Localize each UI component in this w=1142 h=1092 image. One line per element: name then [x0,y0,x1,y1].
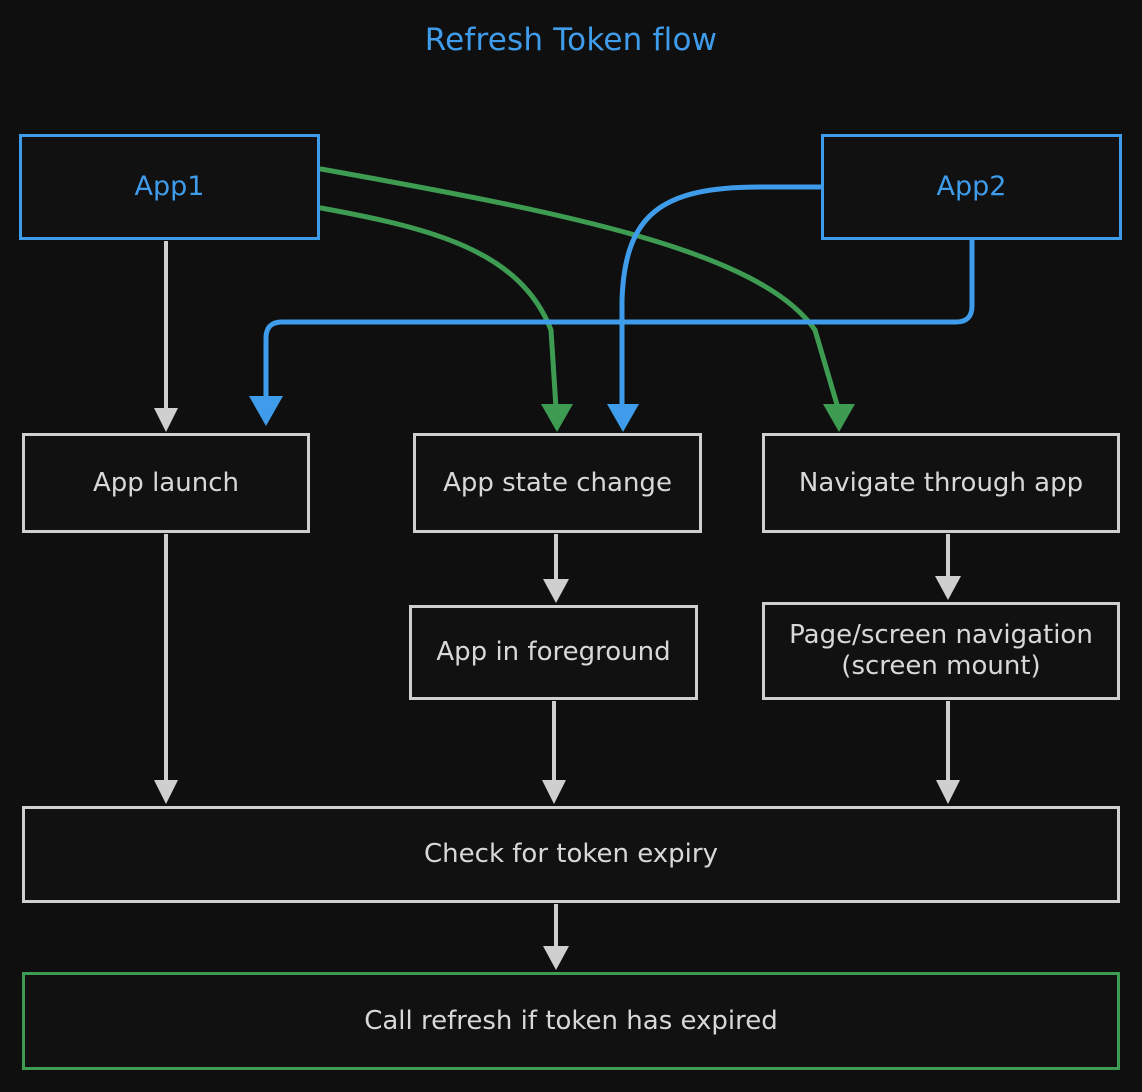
node-app2-label: App2 [936,171,1007,203]
node-check-token-expiry-label: Check for token expiry [424,839,718,870]
node-app-in-foreground[interactable]: App in foreground [409,605,698,700]
node-app1[interactable]: App1 [19,134,320,240]
edge-page-screen-navigation-to-check-token-expiry [936,701,960,804]
node-call-refresh-label: Call refresh if token has expired [364,1005,778,1036]
edge-app1-to-app-launch [154,241,178,432]
edge-app1-to-navigate-through-app [318,166,855,432]
node-app-launch-label: App launch [93,467,239,498]
node-page-screen-navigation-label: Page/screen navigation (screen mount) [789,620,1093,681]
node-call-refresh[interactable]: Call refresh if token has expired [22,972,1120,1070]
edge-app-state-change-to-app-in-foreground [543,534,569,603]
edge-app-in-foreground-to-check-token-expiry [542,701,566,804]
node-app-state-change-label: App state change [443,467,672,498]
node-navigate-through-app[interactable]: Navigate through app [762,433,1120,533]
node-app2[interactable]: App2 [821,134,1122,240]
node-app-state-change[interactable]: App state change [413,433,702,533]
page-title: Refresh Token flow [424,22,718,58]
edge-check-token-expiry-to-call-refresh [543,904,569,970]
edge-navigate-through-app-to-page-screen-navigation [935,534,961,600]
node-check-token-expiry[interactable]: Check for token expiry [22,806,1120,903]
node-page-screen-navigation[interactable]: Page/screen navigation (screen mount) [762,602,1120,700]
edge-app1-to-app-state-change [318,205,573,432]
node-app1-label: App1 [134,171,205,203]
node-app-launch[interactable]: App launch [22,433,310,533]
node-app-in-foreground-label: App in foreground [436,637,671,668]
edge-app-launch-to-check-token-expiry [154,534,178,804]
edge-app2-to-app-launch [249,238,975,426]
edge-app2-to-app-state-change [607,184,823,432]
node-navigate-through-app-label: Navigate through app [798,467,1084,498]
